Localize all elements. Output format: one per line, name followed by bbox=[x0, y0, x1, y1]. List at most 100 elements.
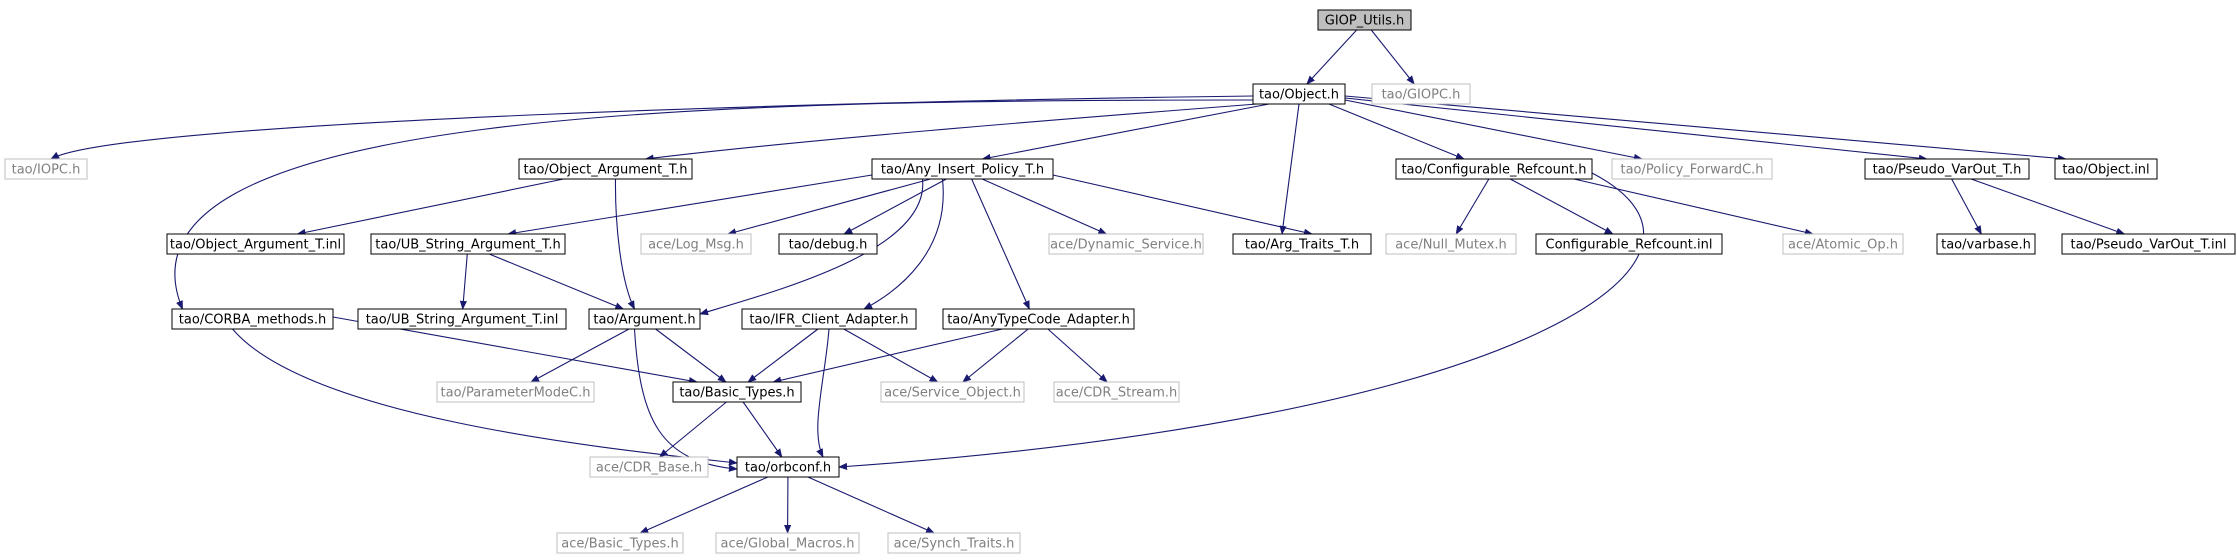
node-label: tao/Any_Insert_Policy_T.h bbox=[881, 163, 1044, 178]
edge-ifr_client-to-service_object bbox=[843, 328, 939, 383]
edge-orbconf-to-synch_traits bbox=[807, 476, 935, 534]
node-dyn_service[interactable]: ace/Dynamic_Service.h bbox=[1048, 233, 1204, 255]
edge-any_insert-to-arg_traits bbox=[1052, 174, 1313, 236]
node-label: Configurable_Refcount.inl bbox=[1546, 238, 1713, 253]
node-cdr_base[interactable]: ace/CDR_Base.h bbox=[589, 456, 709, 478]
node-null_mutex[interactable]: ace/Null_Mutex.h bbox=[1385, 233, 1517, 255]
edge-giop_utils-to-object_h bbox=[1306, 29, 1358, 85]
node-label: ace/CDR_Stream.h bbox=[1056, 386, 1178, 401]
edge-basic_types_tao-to-cdr_base bbox=[658, 401, 727, 458]
edge-corba_methods-to-orbconf bbox=[232, 328, 738, 466]
node-corba_methods[interactable]: tao/CORBA_methods.h bbox=[171, 308, 334, 330]
node-basic_types_ace[interactable]: ace/Basic_Types.h bbox=[556, 532, 684, 554]
edge-argument_h-to-param_mode bbox=[530, 328, 630, 383]
node-label: tao/debug.h bbox=[789, 238, 868, 253]
node-label: tao/CORBA_methods.h bbox=[179, 313, 326, 328]
node-giopc[interactable]: tao/GIOPC.h bbox=[1371, 83, 1471, 105]
edge-object_h-to-iopc bbox=[50, 95, 1254, 160]
node-box bbox=[1252, 83, 1346, 105]
edge-anytypecode-to-cdr_stream bbox=[1047, 328, 1108, 383]
node-box bbox=[357, 308, 567, 330]
edge-argument_h-to-basic_types_tao bbox=[655, 328, 727, 383]
edge-object_h-to-obj_arg_t_h bbox=[644, 103, 1258, 162]
node-debug_h[interactable]: tao/debug.h bbox=[778, 233, 878, 255]
node-basic_types_tao[interactable]: tao/Basic_Types.h bbox=[672, 381, 802, 403]
node-atomic_op[interactable]: ace/Atomic_Op.h bbox=[1782, 233, 1904, 255]
node-box bbox=[370, 233, 566, 255]
node-obj_arg_t_h[interactable]: tao/Object_Argument_T.h bbox=[518, 158, 693, 180]
node-label: tao/Object_Argument_T.h bbox=[523, 163, 687, 178]
node-box bbox=[589, 456, 709, 478]
node-argument_h[interactable]: tao/Argument.h bbox=[588, 308, 701, 330]
node-object_inl[interactable]: tao/Object.inl bbox=[2054, 158, 2158, 180]
node-box bbox=[588, 308, 701, 330]
node-box bbox=[871, 158, 1054, 180]
node-box bbox=[1611, 158, 1773, 180]
node-box bbox=[1048, 233, 1204, 255]
node-global_macros[interactable]: ace/Global_Macros.h bbox=[715, 532, 860, 554]
node-conf_refcount[interactable]: tao/Configurable_Refcount.h bbox=[1395, 158, 1593, 180]
node-service_object[interactable]: ace/Service_Object.h bbox=[880, 381, 1025, 403]
edge-object_h-to-conf_refcount bbox=[1328, 103, 1465, 160]
node-pseudo_varout_inl[interactable]: tao/Pseudo_VarOut_T.inl bbox=[2061, 233, 2236, 255]
edge-any_insert-to-ub_string_h bbox=[507, 174, 873, 237]
node-varbase[interactable]: tao/varbase.h bbox=[1936, 233, 2036, 255]
edge-object_h-to-object_inl bbox=[1344, 95, 2067, 162]
edge-conf_refcount-to-orbconf bbox=[838, 172, 1645, 471]
node-box bbox=[1936, 233, 2036, 255]
node-label: tao/Object.h bbox=[1259, 88, 1339, 103]
node-box bbox=[741, 308, 917, 330]
node-object_h[interactable]: tao/Object.h bbox=[1252, 83, 1346, 105]
node-ub_string_h[interactable]: tao/UB_String_Argument_T.h bbox=[370, 233, 566, 255]
node-orbconf[interactable]: tao/orbconf.h bbox=[736, 456, 840, 478]
node-synch_traits[interactable]: ace/Synch_Traits.h bbox=[887, 532, 1021, 554]
edge-basic_types_tao-to-orbconf bbox=[742, 401, 783, 458]
node-label: tao/IOPC.h bbox=[12, 163, 81, 178]
node-obj_arg_t_inl[interactable]: tao/Object_Argument_T.inl bbox=[166, 233, 345, 255]
edge-any_insert-to-dyn_service bbox=[981, 178, 1108, 235]
edge-conf_refcount-to-atomic_op bbox=[1573, 178, 1814, 236]
node-label: ace/Global_Macros.h bbox=[721, 537, 855, 552]
node-box bbox=[1371, 83, 1471, 105]
node-box bbox=[715, 532, 860, 554]
node-label: tao/Pseudo_VarOut_T.inl bbox=[2071, 238, 2227, 253]
node-label: tao/Policy_ForwardC.h bbox=[1620, 163, 1763, 178]
node-any_insert[interactable]: tao/Any_Insert_Policy_T.h bbox=[871, 158, 1054, 180]
edge-anytypecode-to-service_object bbox=[962, 328, 1029, 383]
edge-any_insert-to-log_msg bbox=[727, 178, 931, 236]
node-giop_utils[interactable]: GIOP_Utils.h bbox=[1317, 9, 1412, 31]
node-label: tao/UB_String_Argument_T.inl bbox=[366, 313, 559, 328]
node-cdr_stream[interactable]: ace/CDR_Stream.h bbox=[1053, 381, 1180, 403]
node-ifr_client[interactable]: tao/IFR_Client_Adapter.h bbox=[741, 308, 917, 330]
node-log_msg[interactable]: ace/Log_Msg.h bbox=[640, 233, 752, 255]
node-box bbox=[4, 158, 88, 180]
node-label: tao/Basic_Types.h bbox=[679, 386, 794, 401]
edge-pseudo_varout_h-to-pseudo_varout_inl bbox=[1970, 178, 2126, 235]
node-label: ace/Atomic_Op.h bbox=[1788, 238, 1898, 253]
edge-argument_h-to-orbconf bbox=[633, 328, 738, 472]
node-policy_fwd[interactable]: tao/Policy_ForwardC.h bbox=[1611, 158, 1773, 180]
edge-object_h-to-any_insert bbox=[981, 103, 1270, 162]
node-label: ace/Service_Object.h bbox=[884, 386, 1021, 401]
node-box bbox=[1864, 158, 2030, 180]
node-label: tao/AnyTypeCode_Adapter.h bbox=[947, 313, 1130, 328]
node-anytypecode[interactable]: tao/AnyTypeCode_Adapter.h bbox=[942, 308, 1135, 330]
node-box bbox=[778, 233, 878, 255]
node-pseudo_varout_h[interactable]: tao/Pseudo_VarOut_T.h bbox=[1864, 158, 2030, 180]
node-box bbox=[736, 456, 840, 478]
node-label: tao/GIOPC.h bbox=[1382, 88, 1461, 103]
node-label: tao/Pseudo_VarOut_T.h bbox=[1873, 163, 2022, 178]
edge-pseudo_varout_h-to-varbase bbox=[1951, 178, 1982, 235]
edge-ub_string_h-to-argument_h bbox=[488, 253, 625, 310]
node-label: tao/IFR_Client_Adapter.h bbox=[749, 313, 908, 328]
node-box bbox=[1385, 233, 1517, 255]
node-box bbox=[1535, 233, 1723, 255]
node-iopc[interactable]: tao/IOPC.h bbox=[4, 158, 88, 180]
node-box bbox=[1053, 381, 1180, 403]
node-arg_traits[interactable]: tao/Arg_Traits_T.h bbox=[1232, 233, 1372, 255]
node-conf_refcount_inl[interactable]: Configurable_Refcount.inl bbox=[1535, 233, 1723, 255]
node-label: tao/Configurable_Refcount.h bbox=[1401, 163, 1586, 178]
node-ub_string_inl[interactable]: tao/UB_String_Argument_T.inl bbox=[357, 308, 567, 330]
node-param_mode[interactable]: tao/ParameterModeC.h bbox=[436, 381, 595, 403]
edge-any_insert-to-debug_h bbox=[843, 178, 947, 235]
